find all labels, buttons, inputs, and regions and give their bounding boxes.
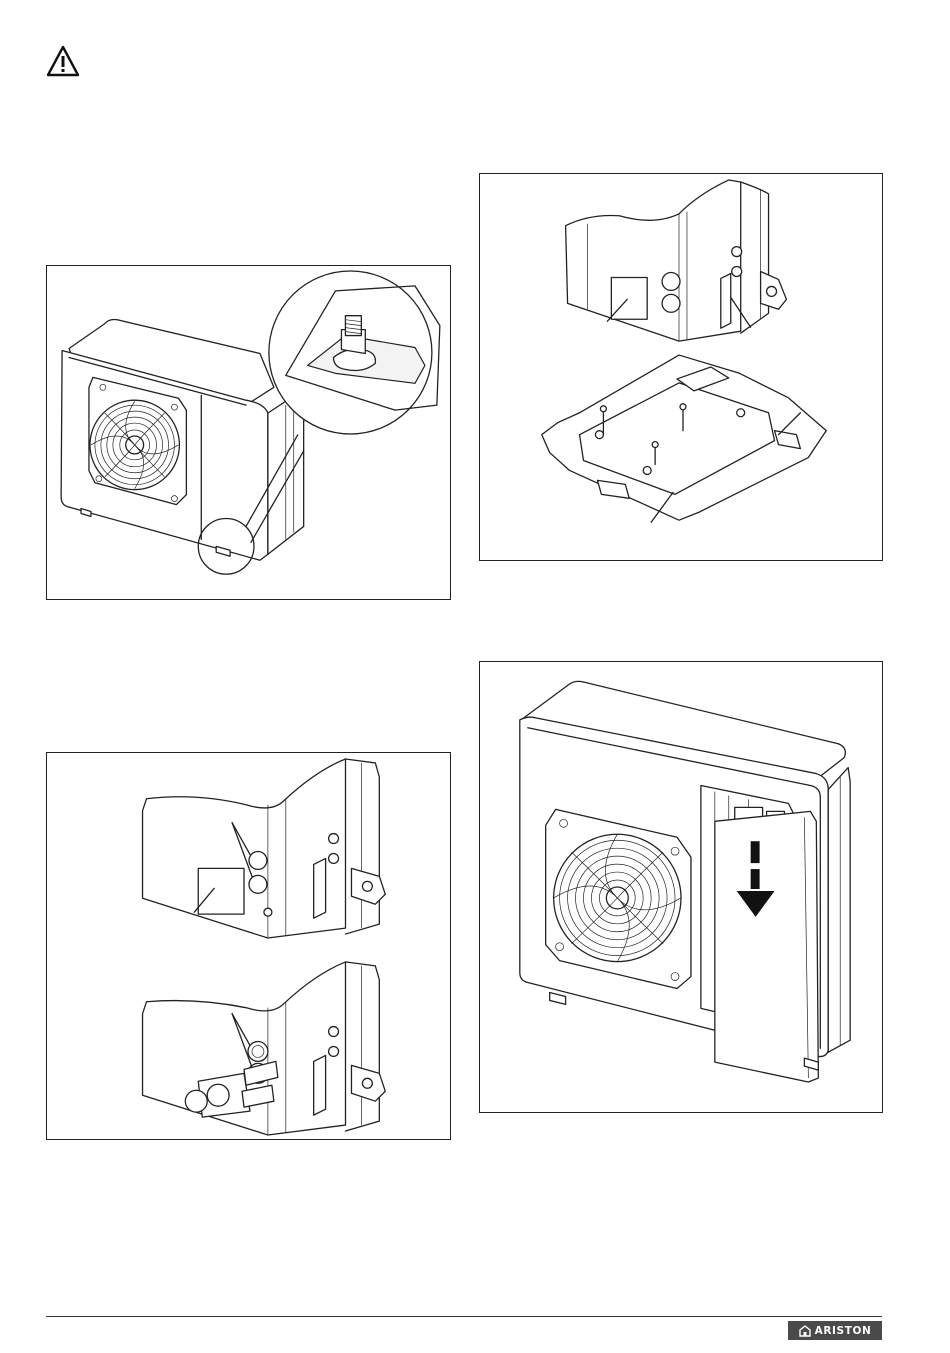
brand-logo: ARISTON: [788, 1321, 882, 1340]
brand-name: ARISTON: [815, 1325, 872, 1337]
figure-anchor-bolts: [46, 265, 451, 600]
warning-triangle-icon: [46, 45, 80, 77]
house-icon: [799, 1325, 811, 1337]
figure-side-panel-removal: [479, 661, 883, 1113]
footer-divider: [46, 1316, 882, 1317]
figure-base-plate: [479, 173, 883, 561]
figure-pipe-knockouts: [46, 752, 451, 1140]
